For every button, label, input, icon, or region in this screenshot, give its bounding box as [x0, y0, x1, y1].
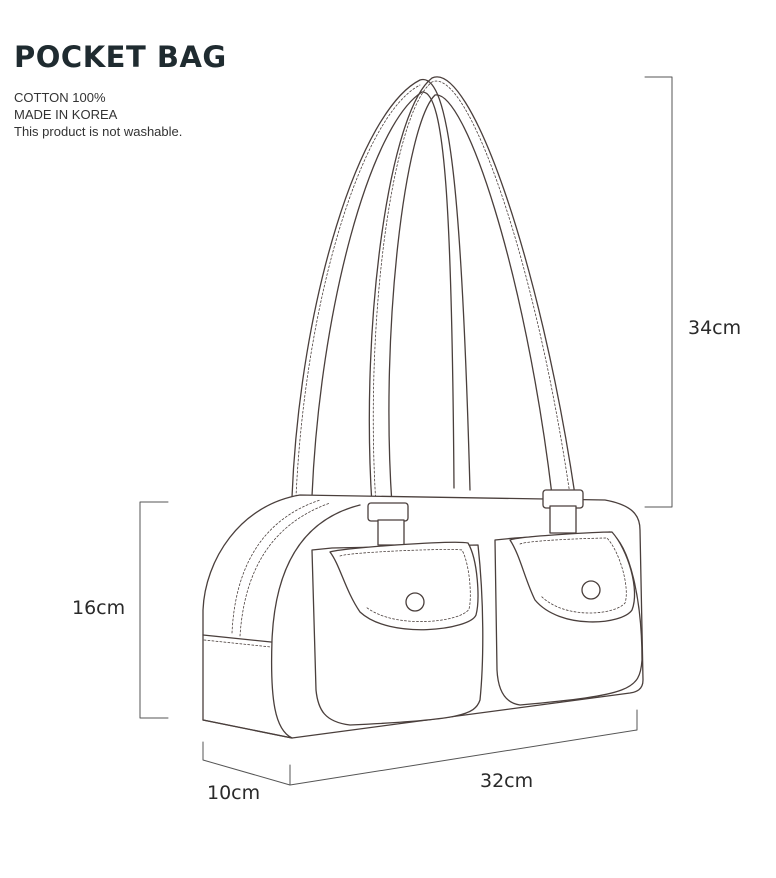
left-snap-button-icon — [405, 592, 425, 612]
right-buckle — [542, 489, 584, 534]
handle-height-label: 34cm — [688, 317, 742, 339]
depth-label: 10cm — [207, 782, 261, 804]
body-height-label: 16cm — [72, 597, 126, 619]
width-line — [289, 709, 638, 786]
dimension-lines — [139, 76, 673, 786]
right-pocket — [494, 531, 643, 706]
product-details: COTTON 100% MADE IN KOREA This product i… — [14, 89, 182, 140]
depth-line — [202, 741, 291, 786]
origin-text: MADE IN KOREA — [14, 107, 118, 122]
right-snap-button-icon — [581, 580, 601, 600]
left-buckle — [367, 502, 409, 546]
care-text: This product is not washable. — [14, 124, 183, 139]
material-text: COTTON 100% — [14, 90, 106, 105]
width-label: 32cm — [480, 770, 534, 792]
product-title: POCKET BAG — [14, 40, 227, 74]
front-handle — [368, 76, 576, 506]
handle-height-line — [644, 76, 673, 508]
body-height-line — [139, 501, 169, 719]
back-handle — [291, 78, 471, 498]
left-pocket — [311, 541, 484, 726]
